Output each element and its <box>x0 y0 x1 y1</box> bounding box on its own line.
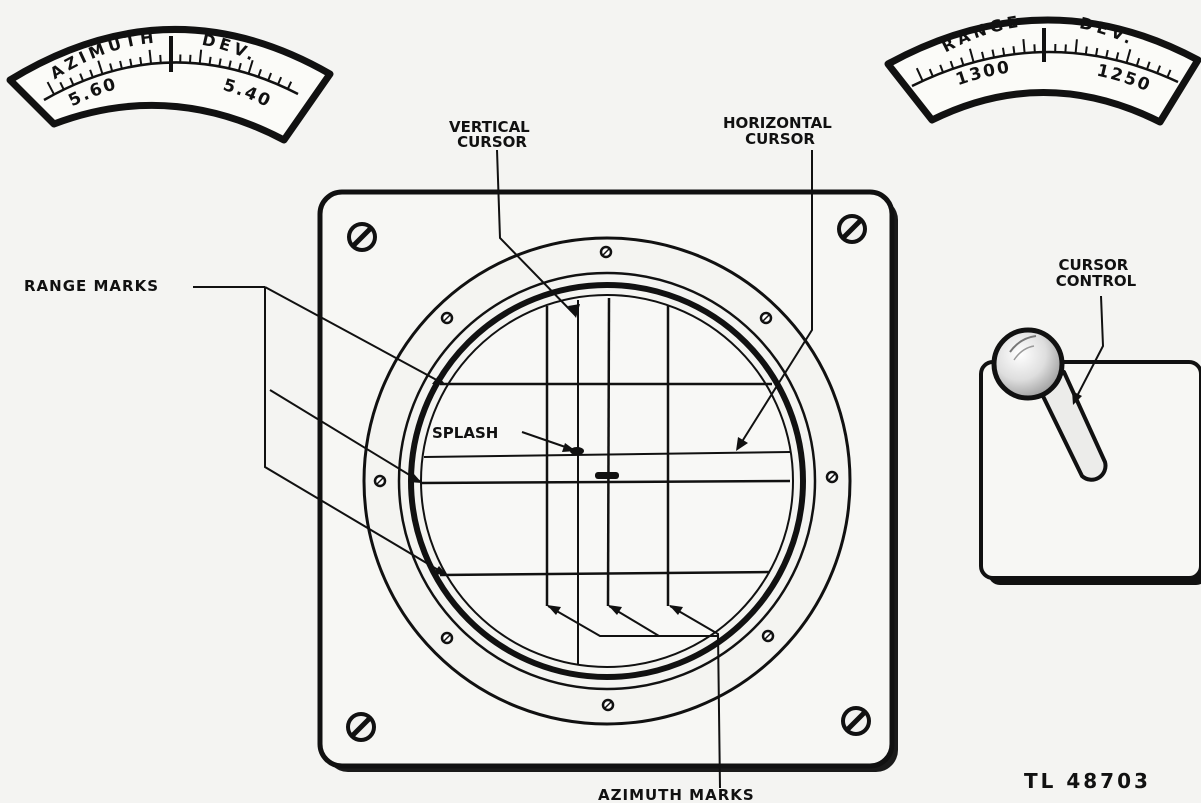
dial-tick <box>1135 57 1141 67</box>
range-mark-lines <box>419 382 791 577</box>
dial-tick <box>1105 49 1109 59</box>
cursor-control-knob[interactable] <box>991 327 1065 401</box>
dial-tick <box>139 56 143 66</box>
bezel-screw <box>440 631 454 645</box>
bezel-screw <box>759 311 773 325</box>
dial-tick <box>237 62 242 72</box>
dial-tick <box>247 59 254 74</box>
dial-tick <box>1022 39 1026 54</box>
dial-tick <box>267 72 273 81</box>
bezel-screw <box>440 311 454 325</box>
dial-tick <box>939 64 944 73</box>
dial-tick <box>1094 47 1099 57</box>
azimuth-marks-label: AZIMUTH MARKS <box>598 786 755 803</box>
dial-tick <box>928 68 934 77</box>
range-marks-leader-upper <box>264 286 445 385</box>
dial-tick <box>286 81 293 90</box>
dial-tick <box>1012 46 1016 55</box>
panel-screw-top-left <box>347 222 377 252</box>
dial-tick <box>991 49 995 58</box>
azimuth-marks-leader-right <box>669 605 721 789</box>
horizontal-cursor-leader <box>737 150 813 449</box>
bezel-screw <box>373 474 387 488</box>
dial-tick <box>148 49 153 64</box>
dial-tick <box>159 54 162 63</box>
cursor-control-lever[interactable] <box>991 327 1108 482</box>
dial-tick <box>218 58 222 67</box>
cursor-control-leader <box>1073 295 1105 403</box>
dial-tick <box>968 48 975 63</box>
dial-tick <box>1166 69 1172 78</box>
dial-tick <box>277 76 283 85</box>
dial-tick <box>1084 46 1088 55</box>
dial-tick <box>46 81 55 95</box>
vertical-cursor-leader <box>496 149 577 317</box>
dial-tick <box>1074 39 1078 54</box>
range-mark-middle <box>419 479 791 485</box>
range-mark-lower <box>439 570 771 577</box>
azimuth-mark-center <box>606 297 611 607</box>
dial-tick <box>208 56 212 65</box>
bezel-screw <box>599 245 613 259</box>
dial-tick <box>119 60 123 69</box>
bezel-screws <box>373 245 839 712</box>
figure-id-label: TL 48703 <box>1024 769 1151 793</box>
horizontal-cursor-label: HORIZONTAL CURSOR <box>723 114 837 148</box>
dial-tick <box>69 77 75 86</box>
dial-tick <box>79 73 85 82</box>
range-marks-label: RANGE MARKS <box>24 277 159 295</box>
dial-tick <box>129 58 133 67</box>
splash-label: SPLASH <box>432 424 498 442</box>
dial-tick <box>198 49 203 64</box>
range-dev-dial: RANGE DEV. 1300 1250 <box>884 11 1201 126</box>
bezel-screw <box>825 470 839 484</box>
dial-tick <box>960 57 965 66</box>
azimuth-marks-leader-left <box>547 605 718 637</box>
dial-tick <box>981 51 985 60</box>
bezel-screw <box>761 629 775 643</box>
dial-tick <box>257 68 262 78</box>
dial-tick <box>915 67 924 82</box>
vertical-cursor-label: VERTICAL CURSOR <box>449 118 535 151</box>
dial-tick <box>1146 61 1151 70</box>
dial-tick <box>1125 49 1132 64</box>
dial-tick <box>109 63 114 72</box>
azimuth-mark-lines <box>545 297 670 607</box>
dial-tick <box>59 81 65 91</box>
bezel-screw <box>601 698 615 712</box>
azimuth-dev-dial: AZIMUTH DEV. 5.60 5.40 <box>6 25 334 144</box>
range-marks-leader-lower <box>264 287 446 575</box>
panel-screw-bottom-right <box>841 706 871 736</box>
dial-tick <box>1156 65 1162 74</box>
dial-tick <box>89 69 94 78</box>
dial-tick <box>1115 52 1120 61</box>
dial-tick <box>97 60 104 75</box>
dial-tick <box>1001 47 1006 56</box>
panel-screw-top-right <box>837 214 867 244</box>
panel-screw-bottom-left <box>346 712 376 742</box>
cursor-control-label: CURSOR CONTROL <box>1056 256 1137 290</box>
target-pip <box>595 472 619 479</box>
dial-tick <box>228 60 232 69</box>
dial-tick <box>949 60 955 69</box>
horizontal-cursor-line <box>423 451 791 458</box>
range-marks-leader-middle <box>269 389 422 483</box>
